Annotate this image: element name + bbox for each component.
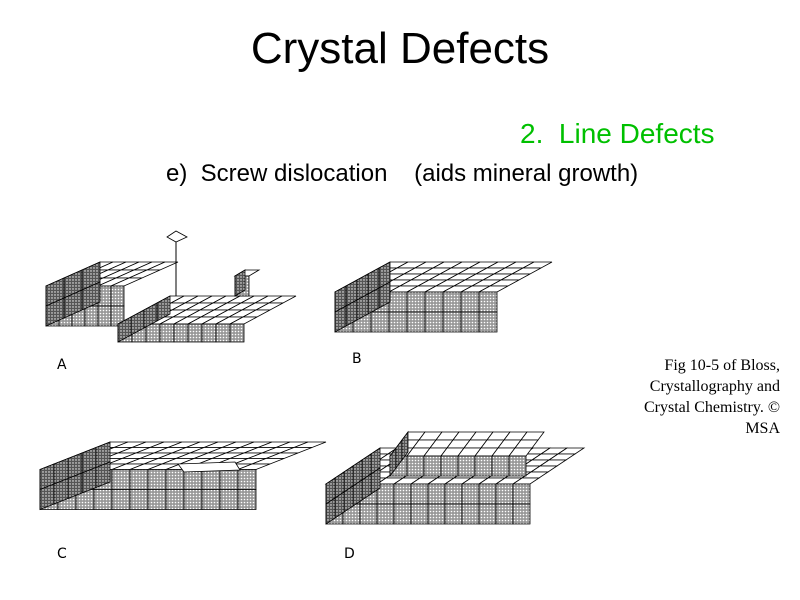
cube-front-face (513, 484, 530, 504)
cube-front-face (130, 490, 148, 510)
cube-front-face (411, 504, 428, 524)
cube-front-face (407, 456, 424, 476)
step-ledge (178, 462, 240, 472)
cube-front-face (441, 456, 458, 476)
cube-front-face (425, 312, 443, 332)
cube-front-face (360, 504, 377, 524)
cube-front-face (174, 324, 188, 342)
cube-front-face (202, 324, 216, 342)
cube-front-face (220, 490, 238, 510)
cube-front-face (389, 292, 407, 312)
dislocation-marker (167, 231, 187, 242)
cube-front-face (411, 484, 428, 504)
cube-front-face (443, 292, 461, 312)
cube-front-face (479, 312, 497, 332)
panel-d-drawing (326, 432, 584, 524)
cube-front-face (445, 484, 462, 504)
cube-front-face (130, 470, 148, 490)
cube-front-face (479, 484, 496, 504)
panel-label-b: B (352, 351, 362, 367)
cube-front-face (166, 470, 184, 490)
cube-front-face (475, 456, 492, 476)
cube-front-face (445, 504, 462, 524)
cube-front-face (458, 456, 475, 476)
cube-front-face (407, 312, 425, 332)
cube-front-face (238, 470, 256, 490)
cube-front-face (394, 504, 411, 524)
cube-front-face (94, 490, 112, 510)
cube-front-face (461, 292, 479, 312)
panel-label-d: D (344, 546, 355, 562)
figure-caption: Fig 10-5 of Bloss, Crystallography and C… (640, 355, 780, 439)
cube-front-face (220, 470, 238, 490)
cube-front-face (479, 504, 496, 524)
cube-front-face (462, 484, 479, 504)
panel-b-drawing (335, 262, 552, 332)
cube-front-face (428, 504, 445, 524)
cube-front-face (188, 324, 202, 342)
cube-front-face (112, 470, 130, 490)
cube-front-face (230, 324, 244, 342)
cube-front-face (496, 484, 513, 504)
cube-front-face (479, 292, 497, 312)
cube-front-face (389, 312, 407, 332)
panel-label-c: C (57, 546, 67, 562)
cube-front-face (184, 490, 202, 510)
cube-front-face (371, 312, 389, 332)
cube-front-face (216, 324, 230, 342)
panel-a-drawing (46, 231, 296, 342)
cube-front-face (424, 456, 441, 476)
cube-front-face (443, 312, 461, 332)
cube-front-face (111, 286, 124, 306)
cube-front-face (184, 470, 202, 490)
cube-front-face (425, 292, 443, 312)
cube-front-face (513, 504, 530, 524)
cube-front-face (112, 490, 130, 510)
cube-front-face (394, 484, 411, 504)
cube-front-face (148, 470, 166, 490)
cube-front-face (202, 490, 220, 510)
panel-label-a: A (57, 357, 67, 373)
cube-front-face (146, 324, 160, 342)
cube-front-face (462, 504, 479, 524)
cube-front-face (377, 504, 394, 524)
cube-front-face (160, 324, 174, 342)
cube-front-face (238, 490, 256, 510)
cube-front-face (496, 504, 513, 524)
cube-front-face (98, 306, 111, 326)
cube-front-face (428, 484, 445, 504)
cube-front-face (461, 312, 479, 332)
cube-front-face (166, 490, 184, 510)
cube-front-face (509, 456, 526, 476)
cube-front-face (407, 292, 425, 312)
cube-front-face (85, 306, 98, 326)
cube-front-face (148, 490, 166, 510)
cube-front-face (492, 456, 509, 476)
panel-c-drawing (40, 442, 326, 510)
cube-front-face (202, 470, 220, 490)
